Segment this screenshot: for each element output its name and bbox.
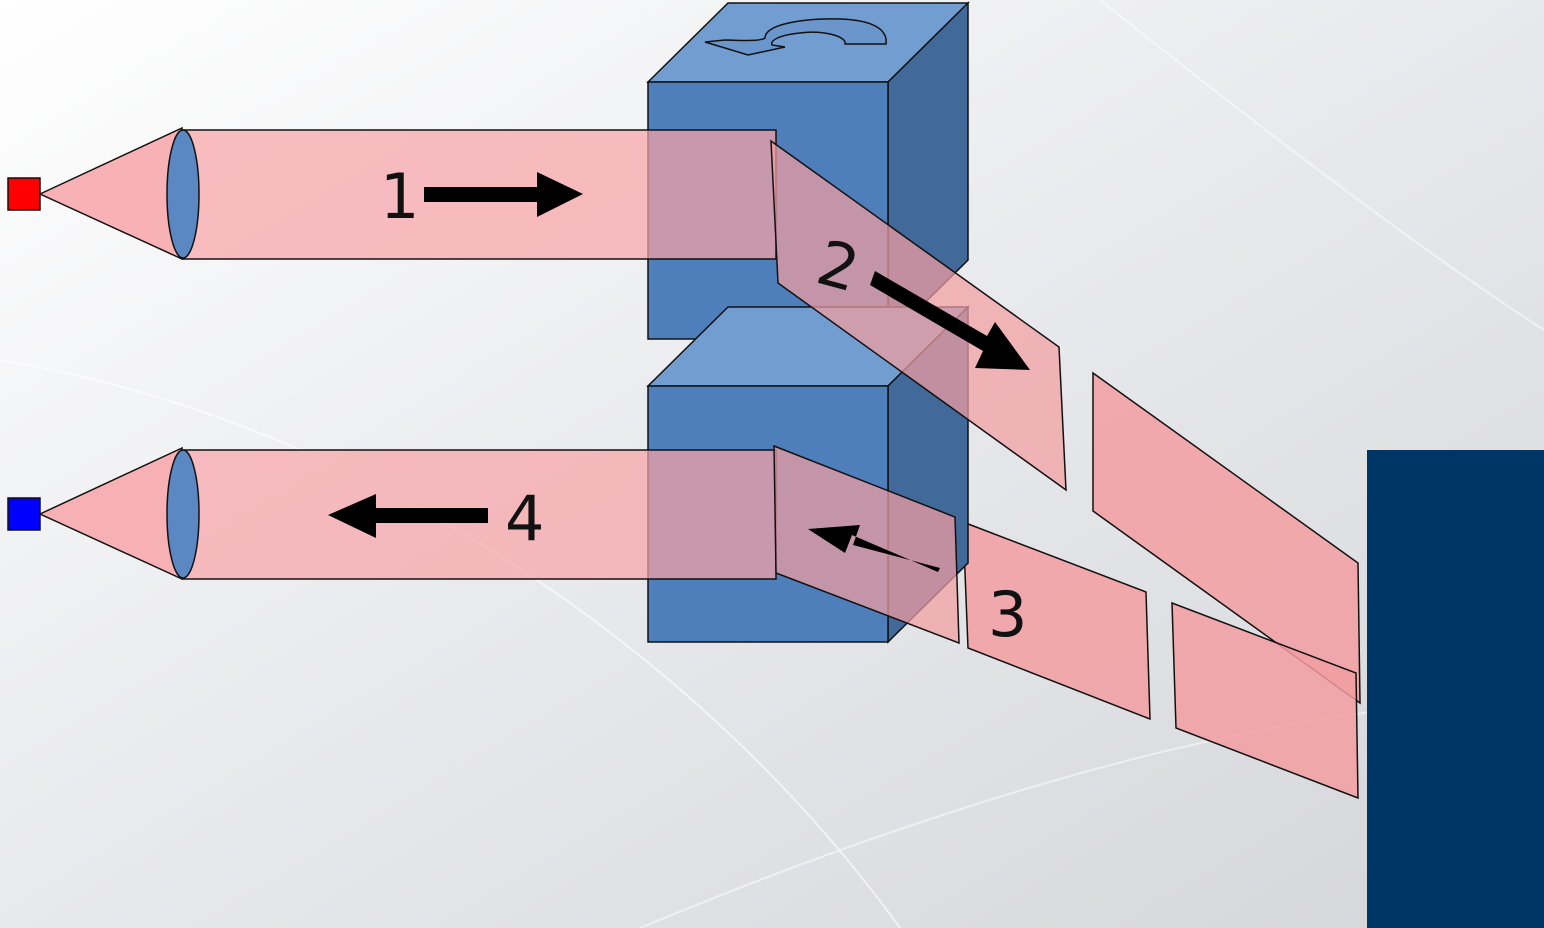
direction-arrow-icon [870,271,1030,370]
step-label-1: 1 [380,160,419,233]
rotation-arrow-icon [704,18,887,56]
beam-segment-out-2 [770,139,1067,492]
direction-arrow-icon [424,172,583,217]
beam-segment-return-3 [1171,601,1359,800]
background-swoosh [1099,0,1544,331]
direction-arrow-icon [328,494,488,538]
beam-segment-return-2 [962,520,1151,721]
beam-segment-out-3 [1092,371,1361,705]
step-label-4: 4 [505,482,544,555]
receiver-square [7,497,41,531]
lens-icon [166,129,200,259]
direction-arrow-icon [808,525,940,572]
emitter-square [7,177,41,211]
lens-icon [166,449,200,579]
target-block [1367,450,1544,928]
step-label-3: 3 [988,578,1027,651]
